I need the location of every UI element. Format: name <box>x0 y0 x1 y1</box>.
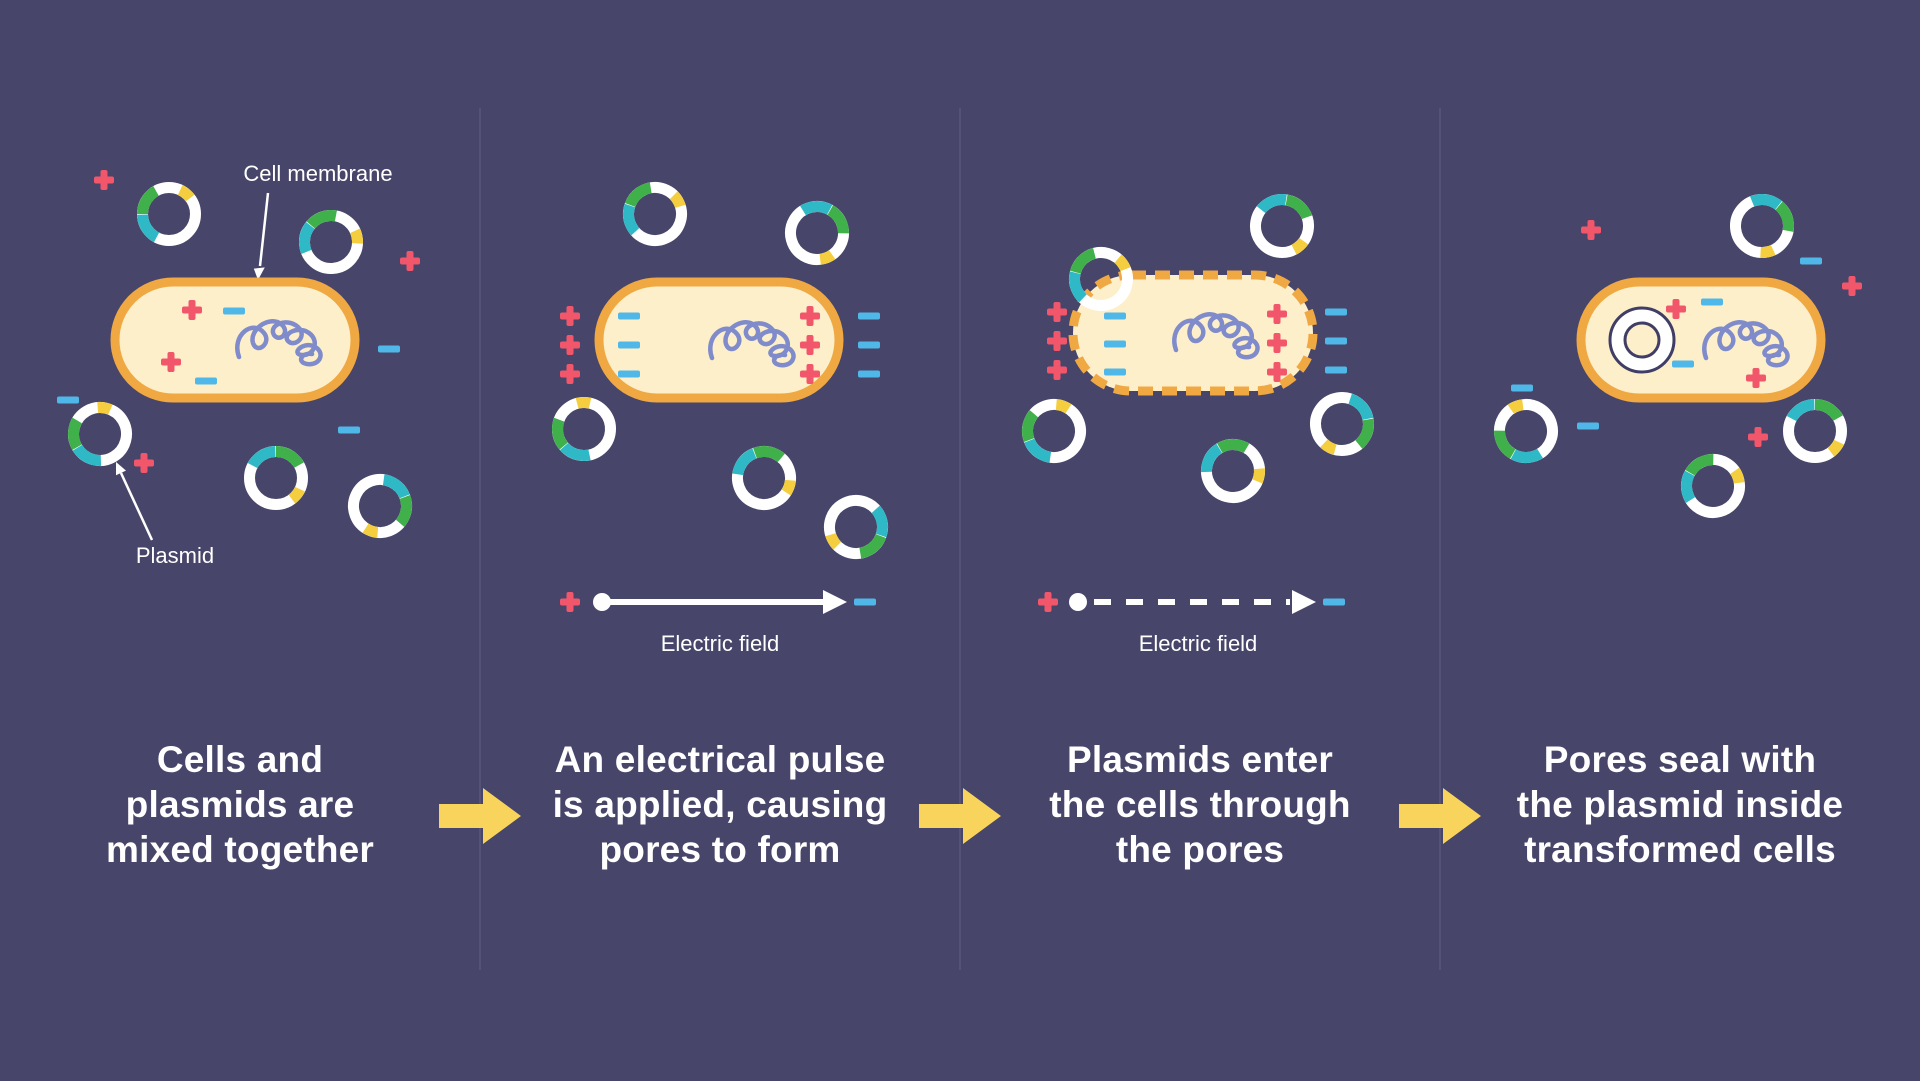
plasmid-label: Plasmid <box>136 543 214 568</box>
panel-step-4-sealed: Pores seal with the plasmid inside trans… <box>1440 0 1920 1081</box>
cell-membrane-pointer-arrow <box>253 192 270 280</box>
step-3-caption: Plasmids enter the cells through the por… <box>1049 739 1351 870</box>
panel-step-2-pulse: Electric field An electrical pulse is ap… <box>480 0 960 1081</box>
electric-field-label: Electric field <box>661 631 780 656</box>
plasmid-icon <box>1477 382 1575 480</box>
plasmid-inner-outline <box>1623 321 1661 359</box>
plus-charge-icon <box>560 306 580 326</box>
electric-field-arrow-dashed <box>1038 590 1345 614</box>
minus-charge-icon <box>618 312 640 320</box>
plasmid-icon <box>768 184 866 282</box>
bacterial-cell-with-pores <box>1068 270 1318 396</box>
minus-charge-icon <box>1325 308 1347 316</box>
pointer-line <box>258 192 270 267</box>
minus-charge-icon <box>338 426 360 434</box>
plasmid-ring <box>1611 309 1673 371</box>
pointer-head <box>253 267 265 280</box>
cell-membrane-label: Cell membrane <box>243 161 392 186</box>
porous-cell-membrane <box>1068 270 1318 396</box>
pointer-line <box>119 472 154 541</box>
plasmid-pointer-arrow <box>116 462 154 541</box>
minus-charge-icon <box>854 598 876 606</box>
cell-membrane <box>594 277 844 403</box>
bacterial-cell <box>594 277 844 403</box>
plasmid-icon <box>1664 437 1762 535</box>
plus-charge-icon <box>1038 592 1058 612</box>
plus-charge-icon <box>1748 427 1768 447</box>
panel-divider <box>1439 108 1441 970</box>
panel-step-3-entry: Electric field Plasmids enter the cells … <box>960 0 1440 1081</box>
step-4-caption: Pores seal with the plasmid inside trans… <box>1516 739 1844 870</box>
plus-charge-icon <box>560 364 580 384</box>
plus-charge-icon <box>1047 302 1067 322</box>
plus-charge-icon <box>1047 331 1067 351</box>
minus-charge-icon <box>1323 598 1345 606</box>
field-arrowhead <box>1292 590 1316 614</box>
electric-field-arrow <box>560 590 876 614</box>
minus-charge-icon <box>858 341 880 349</box>
plus-charge-icon <box>134 453 154 473</box>
next-step-arrow-icon <box>919 788 1001 844</box>
plus-charge-icon <box>1842 276 1862 296</box>
step-2-figure: Electric field <box>480 0 960 656</box>
plasmid-icon <box>1300 382 1383 465</box>
minus-charge-icon <box>195 377 217 385</box>
minus-charge-icon <box>1701 298 1723 306</box>
minus-charge-icon <box>1325 337 1347 345</box>
minus-charge-icon <box>1104 340 1126 348</box>
step-1-caption: Cells and plasmids are mixed together <box>105 739 374 870</box>
next-step-arrow-icon <box>439 788 521 844</box>
plus-charge-icon <box>1047 360 1067 380</box>
plasmid-icon <box>240 442 312 514</box>
minus-charge-icon <box>1511 384 1533 392</box>
minus-charge-icon <box>858 370 880 378</box>
panel-divider <box>479 108 481 970</box>
minus-charge-icon <box>1672 360 1694 368</box>
minus-charge-icon <box>378 345 400 353</box>
minus-charge-icon <box>858 312 880 320</box>
plasmid-icon <box>810 481 902 573</box>
plasmid-icon <box>1008 385 1100 477</box>
plus-charge-icon <box>1581 220 1601 240</box>
panel-step-1-mixing: Cell membrane <box>0 0 480 1081</box>
minus-charge-icon <box>618 370 640 378</box>
step-3-figure: Electric field <box>960 0 1440 656</box>
plasmid-icon <box>133 178 205 250</box>
plus-charge-icon <box>560 335 580 355</box>
step-2-caption: An electrical pulse is applied, causing … <box>552 739 888 870</box>
plasmid-icon <box>1240 184 1323 267</box>
transformed-cell <box>1576 277 1826 403</box>
plasmid-icon <box>1712 176 1813 277</box>
plus-charge-icon <box>400 251 420 271</box>
plasmid-icon <box>718 432 810 524</box>
next-step-arrow-icon <box>1399 788 1481 844</box>
step-4-figure <box>1440 0 1862 700</box>
panel-divider <box>959 108 961 970</box>
pointer-head <box>116 462 126 476</box>
plasmid-icon <box>334 460 426 552</box>
minus-charge-icon <box>1577 422 1599 430</box>
plasmid-icon <box>1184 422 1282 520</box>
minus-charge-icon <box>1104 312 1126 320</box>
plasmid-inside-cell-icon <box>1608 306 1676 374</box>
bacterial-cell <box>110 277 360 403</box>
plasmid-outer-outline <box>1608 306 1676 374</box>
field-arrowhead <box>823 590 847 614</box>
step-1-figure: Cell membrane <box>0 161 480 568</box>
plasmid-icon <box>609 168 701 260</box>
field-origin-dot <box>1069 593 1087 611</box>
plus-charge-icon <box>94 170 114 190</box>
minus-charge-icon <box>223 307 245 315</box>
plasmid-icon <box>281 192 382 293</box>
plasmid-icon <box>534 379 635 480</box>
plus-charge-icon <box>560 592 580 612</box>
minus-charge-icon <box>1800 257 1822 265</box>
minus-charge-icon <box>1104 368 1126 376</box>
minus-charge-icon <box>57 396 79 404</box>
electric-field-label: Electric field <box>1139 631 1258 656</box>
cell-membrane <box>110 277 360 403</box>
minus-charge-icon <box>618 341 640 349</box>
plasmid-icon <box>1779 395 1851 467</box>
minus-charge-icon <box>1325 366 1347 374</box>
